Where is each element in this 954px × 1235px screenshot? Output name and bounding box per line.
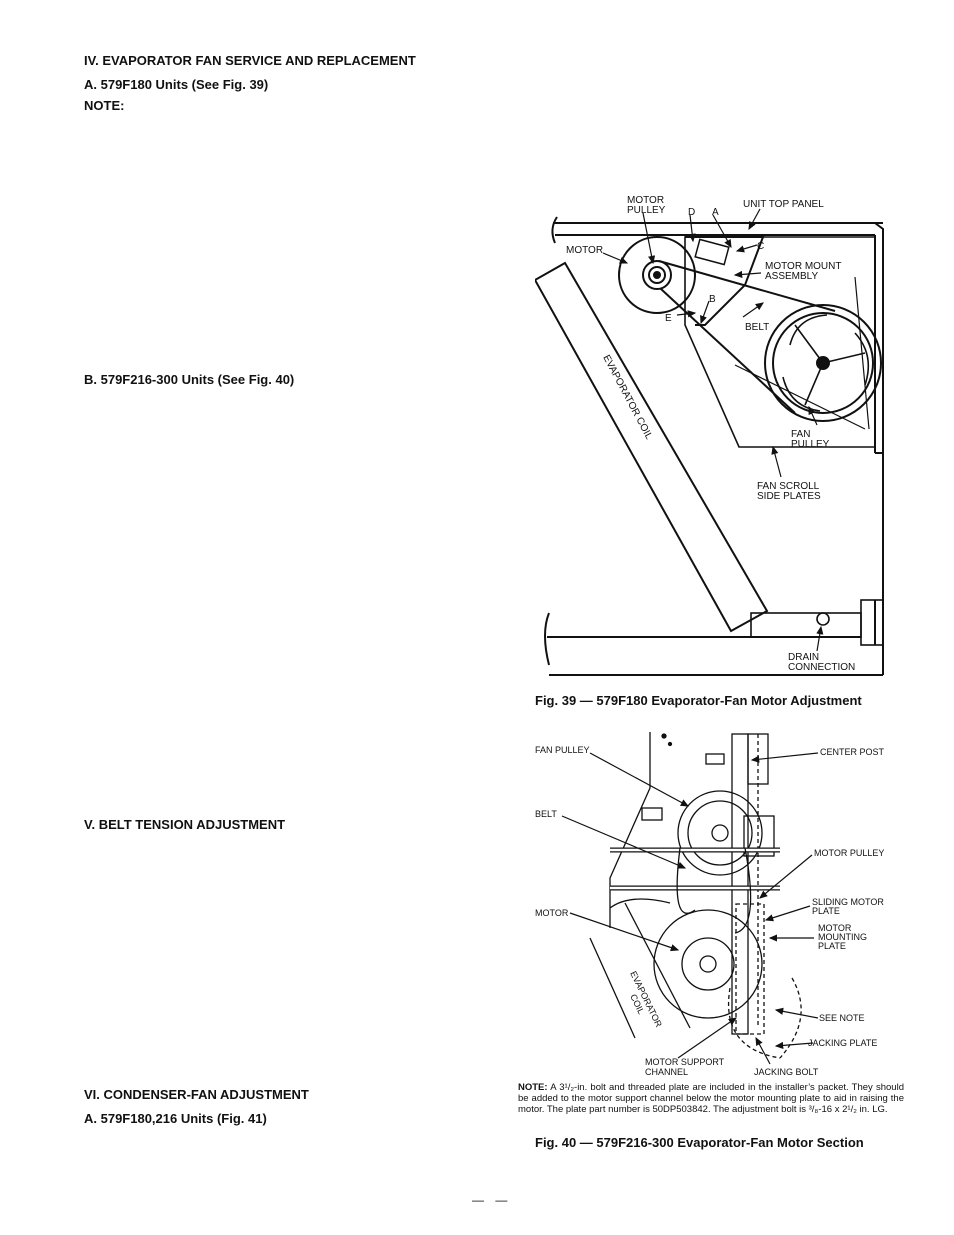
page-number: — — — [472, 1193, 512, 1207]
figure-39-diagram: MOTOR PULLEY D A UNIT TOP PANEL C MOTOR … — [535, 195, 884, 676]
label-evaporator-coil: EVAPORATOR COIL — [600, 353, 654, 441]
label-motor-support-channel-2: CHANNEL — [645, 1067, 688, 1077]
label-fan-pulley-2: PULLEY — [791, 439, 830, 450]
label-center-post: CENTER POST — [820, 747, 885, 757]
heading-579f216-300-units: B. 579F216-300 Units (See Fig. 40) — [84, 372, 295, 387]
heading-note: NOTE: — [84, 98, 125, 113]
label-fan-pulley: FAN PULLEY — [535, 745, 590, 755]
label-motor-pulley: MOTOR PULLEY — [814, 848, 884, 858]
heading-belt-tension: V. BELT TENSION ADJUSTMENT — [84, 817, 286, 832]
label-jacking-bolt: JACKING BOLT — [754, 1067, 819, 1077]
heading-evaporator-fan-service: IV. EVAPORATOR FAN SERVICE AND REPLACEME… — [84, 53, 416, 68]
label-motor: MOTOR — [535, 908, 569, 918]
heading-condenser-fan: VI. CONDENSER-FAN ADJUSTMENT — [84, 1087, 309, 1102]
label-motor-mounting-plate-3: PLATE — [818, 941, 846, 951]
heading-579f180-units: A. 579F180 Units (See Fig. 39) — [84, 77, 269, 92]
label-motor-mounting-plate: MOTOR — [818, 923, 852, 933]
label-belt: BELT — [745, 322, 769, 333]
label-drain-connection: DRAIN — [788, 652, 819, 663]
label-unit-top-panel: UNIT TOP PANEL — [743, 199, 824, 210]
label-drain-connection-2: CONNECTION — [788, 662, 855, 673]
figure-40-diagram: FAN PULLEY CENTER POST BELT MOTOR PULLEY… — [535, 732, 885, 1077]
label-motor-pulley-2: PULLEY — [627, 205, 666, 216]
label-c: C — [757, 241, 764, 252]
label-fan-scroll-side-plates-2: SIDE PLATES — [757, 491, 821, 502]
figure-40-note: NOTE: A 3¹/₂-in. bolt and threaded plate… — [518, 1082, 904, 1115]
label-motor-mounting-plate-2: MOUNTING — [818, 932, 867, 942]
figure-39-caption: Fig. 39 — 579F180 Evaporator-Fan Motor A… — [535, 693, 862, 708]
label-b: B — [709, 294, 716, 305]
label-e: E — [665, 313, 672, 324]
note-text: A 3¹/₂-in. bolt and threaded plate are i… — [518, 1082, 904, 1115]
label-sliding-motor-plate-2: PLATE — [812, 906, 840, 916]
label-sliding-motor-plate: SLIDING MOTOR — [812, 897, 884, 907]
heading-579f180-216-units: A. 579F180,216 Units (Fig. 41) — [84, 1111, 267, 1126]
label-motor-pulley: MOTOR — [627, 195, 664, 206]
figure-40-caption: Fig. 40 — 579F216-300 Evaporator-Fan Mot… — [535, 1135, 864, 1150]
label-belt: BELT — [535, 809, 557, 819]
label-a: A — [712, 207, 719, 218]
label-motor-mount-assembly: MOTOR MOUNT — [765, 261, 841, 272]
label-see-note: SEE NOTE — [819, 1013, 865, 1023]
label-fan-scroll-side-plates: FAN SCROLL — [757, 481, 820, 492]
label-d: D — [688, 207, 695, 218]
label-jacking-plate: JACKING PLATE — [808, 1038, 877, 1048]
label-fan-pulley: FAN — [791, 429, 810, 440]
note-label: NOTE: — [518, 1082, 548, 1093]
label-motor-mount-assembly-2: ASSEMBLY — [765, 271, 818, 282]
label-motor-support-channel: MOTOR SUPPORT — [645, 1057, 725, 1067]
label-motor: MOTOR — [566, 245, 603, 256]
